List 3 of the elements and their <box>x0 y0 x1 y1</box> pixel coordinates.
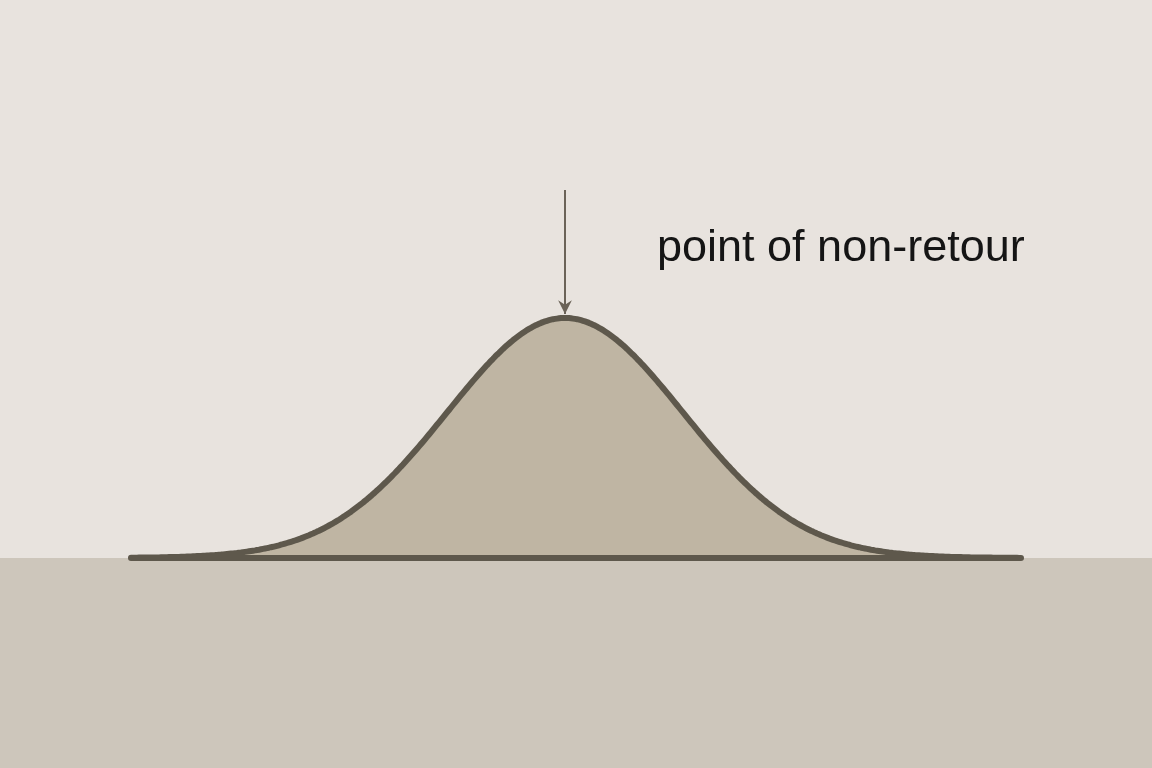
annotation-text: point of non-retour <box>657 220 1025 272</box>
arrow <box>558 189 572 315</box>
bell-curve <box>128 315 1024 561</box>
